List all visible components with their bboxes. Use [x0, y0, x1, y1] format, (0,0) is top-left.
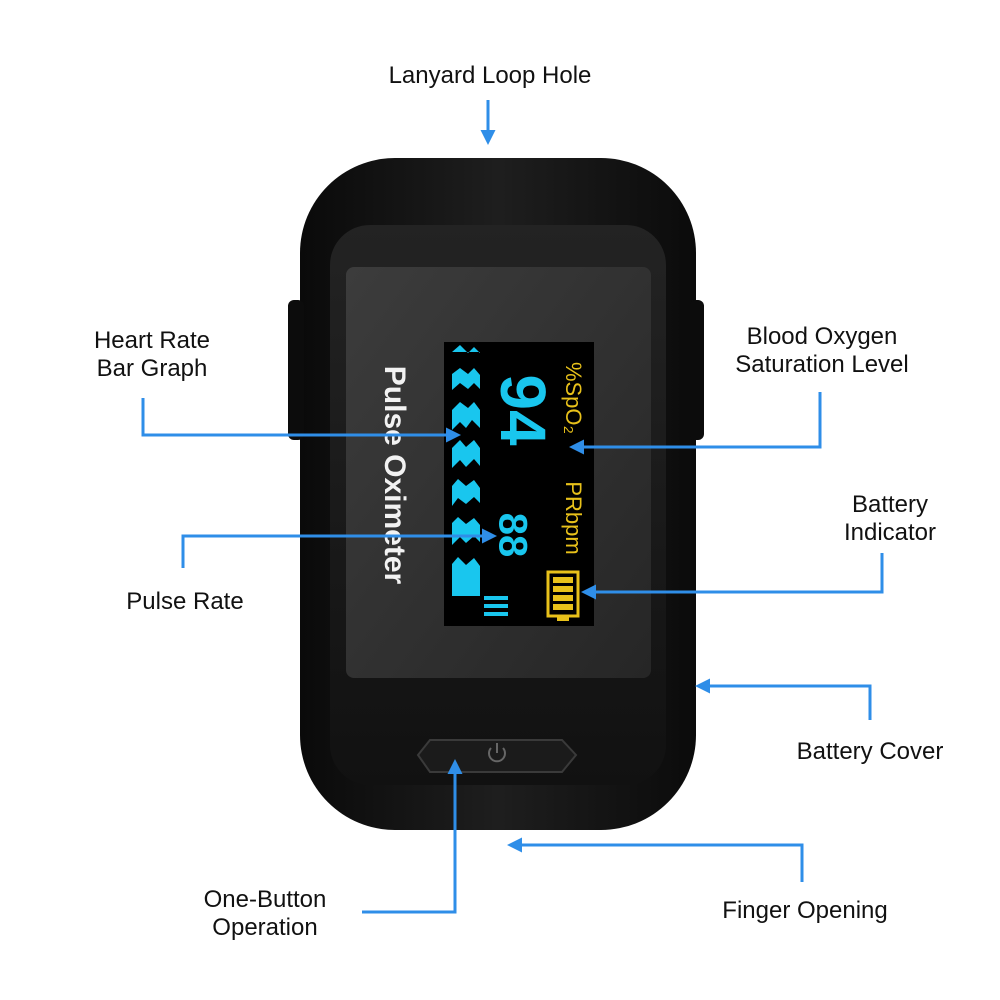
pulse-rate-arrow [181, 528, 497, 568]
device-side-grip-left [288, 300, 304, 440]
finger-opening-label: Finger Opening [722, 897, 888, 924]
perfusion-indicator [484, 596, 508, 616]
heart-rate-bar-graph [452, 345, 480, 596]
one-button-operation-label: One-Button Operation [203, 886, 327, 941]
heart-rate-arrow [141, 398, 461, 443]
device-side-grip-right [690, 300, 704, 440]
battery-indicator-label: Battery Indicator [843, 491, 937, 546]
oximeter-device: Pulse Oximeter %SpO₂ 94 PRbpm 88 [288, 158, 704, 830]
blood-oxygen-arrow [569, 392, 822, 455]
pr-value: 88 [490, 513, 534, 558]
spo2-value: 94 [487, 374, 559, 446]
battery-cover-arrow [695, 678, 872, 720]
spo2-label: %SpO₂ [561, 362, 586, 434]
lanyard-loop-hole-label: Lanyard Loop Hole [388, 62, 592, 89]
power-icon [488, 743, 506, 763]
pr-label: PRbpm [561, 481, 586, 554]
finger-opening-arrow [507, 837, 804, 882]
heart-rate-bar-graph-label: Heart Rate Bar Graph [93, 327, 211, 382]
device-brand-text: Pulse Oximeter [378, 366, 411, 585]
blood-oxygen-saturation-label: Blood Oxygen Saturation Level [735, 323, 909, 378]
callout-lines [141, 100, 884, 914]
battery-indicator-arrow [581, 553, 884, 600]
one-button-arrow [362, 759, 463, 914]
pulse-rate-label: Pulse Rate [126, 588, 244, 615]
battery-cover-label: Battery Cover [796, 738, 944, 765]
battery-level-icon [546, 570, 580, 621]
